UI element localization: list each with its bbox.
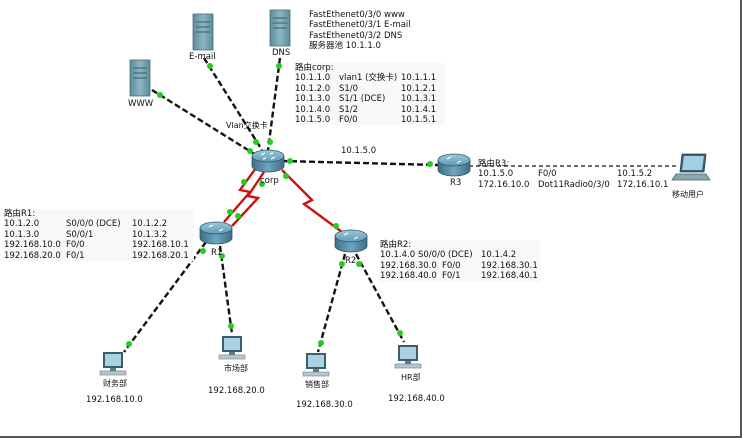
mobile-user-label: 移动用户 <box>672 190 704 199</box>
vlan-card-label: Vlan交换卡 <box>226 121 268 130</box>
www-server-label: WWW <box>128 99 154 109</box>
r3-router-icon[interactable] <box>437 153 471 177</box>
finance-pc-label: 财务部 <box>103 379 127 388</box>
r1-router-icon[interactable] <box>199 221 233 245</box>
sales-pc-label: 销售部 <box>305 380 329 389</box>
link-r1-market <box>218 245 234 335</box>
corp-r3-network-label: 10.1.5.0 <box>341 146 377 156</box>
hr-network-label: 192.168.40.0 <box>388 394 445 404</box>
finance-pc-icon[interactable] <box>99 352 127 376</box>
sales-network-label: 192.168.30.0 <box>296 400 353 410</box>
link-r2-hr <box>354 253 406 343</box>
dns-server-label: DNS <box>272 48 291 58</box>
table-title: 路由R2: <box>380 240 412 250</box>
email-server-label: E-mail <box>189 52 216 62</box>
market-pc-icon[interactable] <box>218 336 246 360</box>
link-dns-corp <box>266 57 282 151</box>
link-corp-r3 <box>281 159 439 167</box>
table-row: 服务器池 10.1.1.0 <box>309 41 381 52</box>
link-www-corp <box>151 88 257 157</box>
corp-router-icon[interactable] <box>251 149 285 173</box>
link-lights <box>126 63 433 347</box>
r1-router-label: R1 <box>211 248 223 258</box>
link-email-corp <box>202 57 264 151</box>
link-corp-r2 <box>281 169 343 233</box>
www-server-icon[interactable] <box>129 59 151 97</box>
hr-pc-label: HR部 <box>401 373 421 382</box>
hr-pc-icon[interactable] <box>394 345 422 369</box>
laptop-icon[interactable] <box>671 153 711 181</box>
r2-router-icon[interactable] <box>334 229 368 253</box>
table-title: 路由corp: <box>295 63 334 73</box>
dns-server-icon[interactable] <box>269 9 291 47</box>
link-corp-r1-a <box>223 167 257 223</box>
table-title: 路由R1: <box>4 209 36 219</box>
market-network-label: 192.168.20.0 <box>208 386 265 396</box>
finance-network-label: 192.168.10.0 <box>86 395 143 405</box>
market-pc-label: 市场部 <box>224 364 248 373</box>
table-title: 路由R3: <box>478 159 510 169</box>
email-server-icon[interactable] <box>192 13 214 51</box>
link-corp-r1-b <box>231 171 265 227</box>
r3-router-label: R3 <box>450 178 462 188</box>
corp-router-label: corp <box>260 176 279 186</box>
sales-pc-icon[interactable] <box>302 353 330 377</box>
r2-router-label: R2 <box>345 256 357 266</box>
link-r2-sales <box>316 253 347 353</box>
